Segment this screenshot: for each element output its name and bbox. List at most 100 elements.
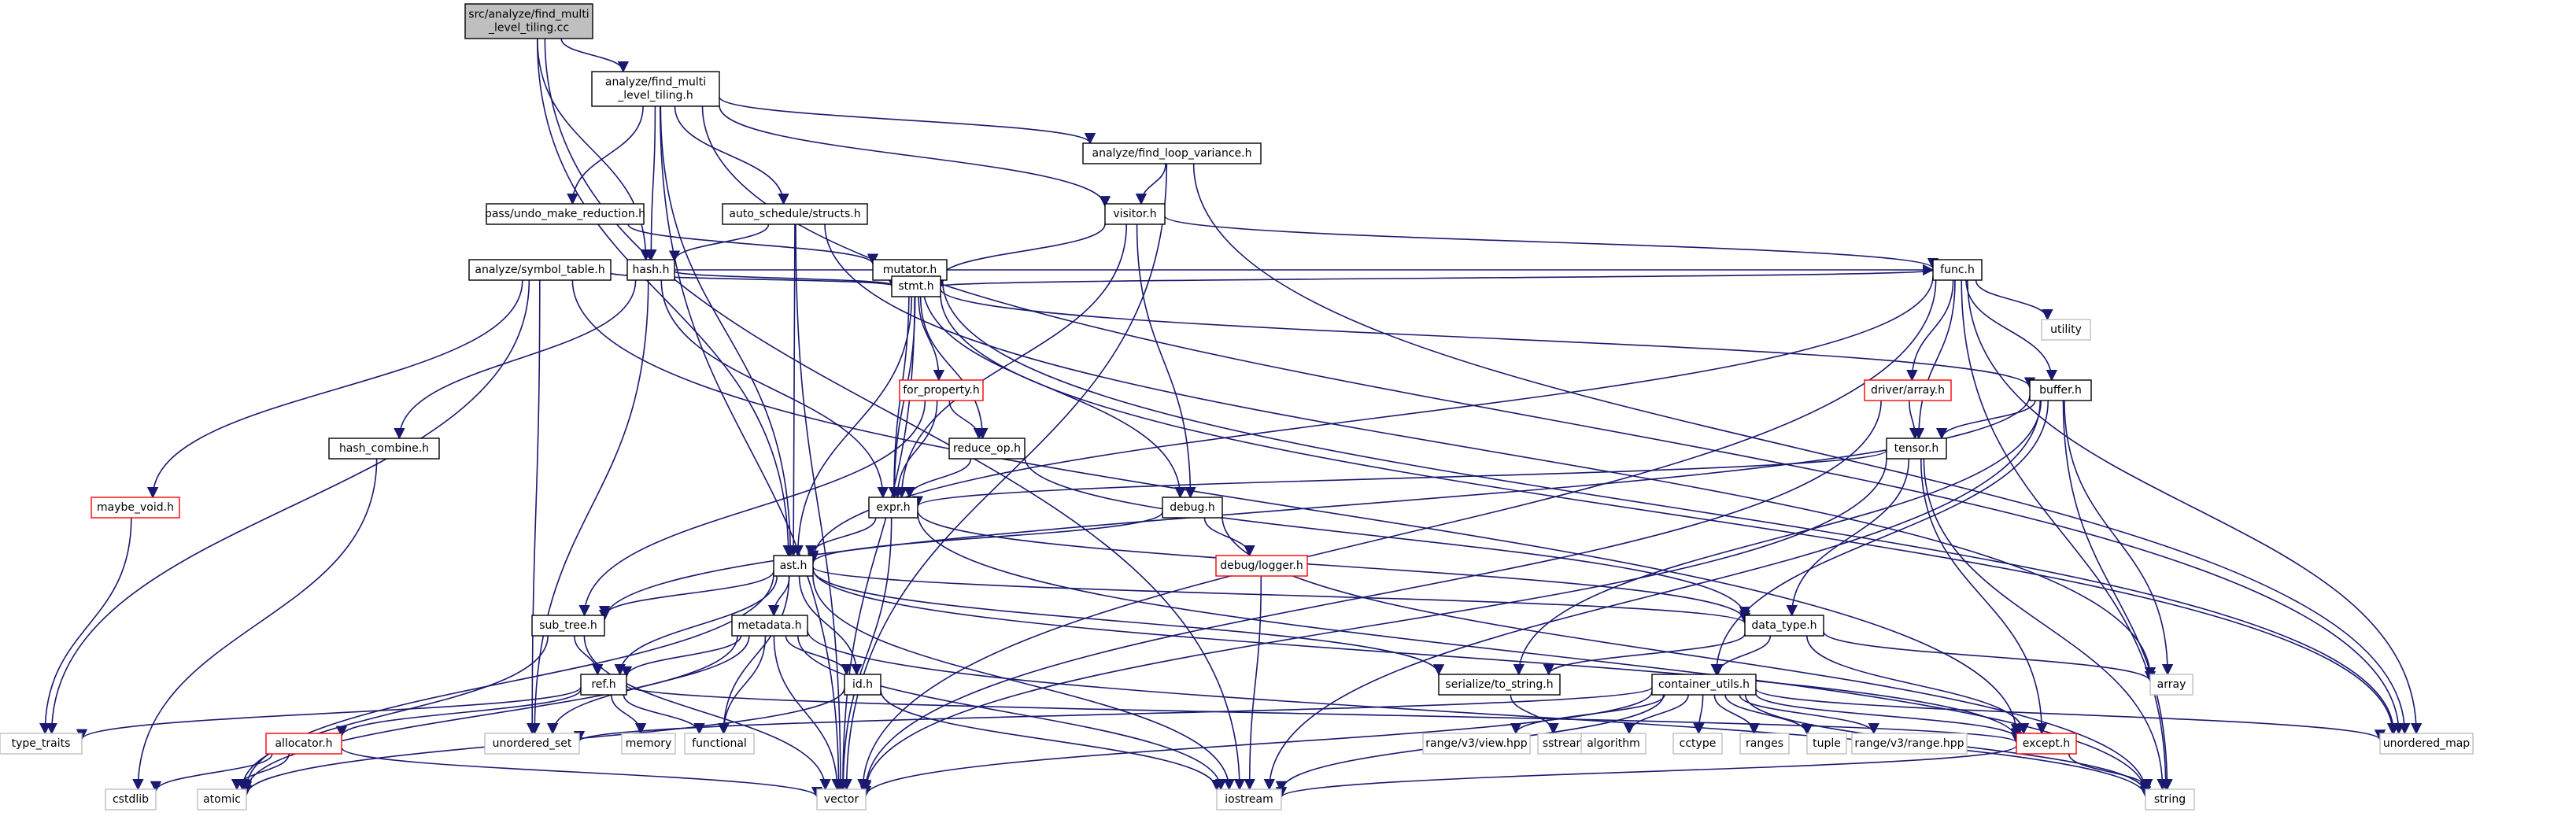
node-box: [1886, 438, 1947, 460]
node-box: [1739, 733, 1790, 755]
node-symtab-h[interactable]: analyze/symbol_table.h: [468, 259, 612, 281]
edge-visitor-h-to-debug-h: [1136, 223, 1196, 499]
node-ref-h[interactable]: ref.h: [580, 674, 627, 696]
edge-ref-h-to-except-h: [626, 685, 2022, 744]
node-func-h[interactable]: func.h: [1932, 259, 1983, 281]
edge-stmt-h-to-reduce-op-h: [919, 296, 989, 440]
node-container-utils-h[interactable]: container_utils.h: [1651, 674, 1757, 696]
node-tensor-h[interactable]: tensor.h: [1886, 438, 1947, 460]
node-label: hash_combine.h: [339, 442, 429, 455]
node-allocator-h[interactable]: allocator.h: [265, 733, 342, 755]
node-memory: memory: [621, 733, 676, 755]
node-array: array: [2149, 674, 2193, 696]
node-label: auto_schedule/structs.h: [729, 208, 860, 220]
node-hash-h[interactable]: hash.h: [626, 259, 675, 281]
edge-ast-h-to-atomic: [240, 574, 774, 791]
edge-reduce-op-h-to-data-type-h: [1024, 456, 1751, 618]
node-algorithm: algorithm: [1580, 733, 1646, 755]
node-box: [484, 733, 580, 755]
node-root[interactable]: src/analyze/find_multi_level_tiling.cc: [464, 3, 593, 39]
node-box: [2029, 379, 2092, 401]
node-for-property-h[interactable]: for_property.h: [899, 379, 984, 401]
node-debug-h[interactable]: debug.h: [1162, 497, 1223, 519]
node-data-type-h[interactable]: data_type.h: [1744, 615, 1824, 637]
edge-stmt-h-to-for-property-h: [918, 296, 945, 382]
edge-ast-h-to-data-type-h: [812, 566, 1750, 625]
node-label: debug.h: [1170, 501, 1214, 514]
node-debug-logger-h[interactable]: debug/logger.h: [1215, 555, 1308, 577]
node-label: range/v3/view.hpp: [1425, 737, 1527, 750]
edge-ref-h-to-allocator-h: [335, 689, 582, 737]
node-maybe-void-h[interactable]: maybe_void.h: [91, 497, 180, 519]
node-label: metadata.h: [737, 619, 801, 632]
node-box: [2149, 674, 2193, 696]
node-box: [486, 203, 645, 225]
edge-ast-h-to-functional: [718, 575, 790, 735]
node-fmlt-h[interactable]: analyze/find_multi_level_tiling.h: [591, 71, 720, 107]
node-hash-combine-h[interactable]: hash_combine.h: [328, 438, 440, 460]
node-label: functional: [692, 737, 747, 750]
edge-for-property-h-to-expr-h: [892, 400, 938, 499]
node-ast-h[interactable]: ast.h: [773, 555, 814, 577]
node-label: hash.h: [633, 264, 670, 276]
edge-fmlt-h-to-umr-h: [567, 105, 644, 205]
edge-data-type-h-to-container-utils-h: [1712, 635, 1772, 676]
edge-container-utils-h-to-ranges: [1713, 694, 1760, 735]
node-umr-h[interactable]: pass/undo_make_reduction.h: [485, 203, 645, 225]
node-box: [684, 733, 755, 755]
node-label: visitor.h: [1113, 208, 1156, 220]
edge-hash-combine-h-to-cstdlib: [132, 458, 378, 791]
edge-expr-h-to-data-type-h: [917, 510, 1751, 622]
node-box: [891, 275, 941, 297]
node-box: [1672, 733, 1723, 755]
node-box: [2379, 733, 2474, 755]
edge-container-utils-h-to-rv3-range: [1739, 694, 1879, 735]
node-flv-h[interactable]: analyze/find_loop_variance.h: [1082, 142, 1262, 164]
node-expr-h[interactable]: expr.h: [868, 497, 918, 519]
node-buffer-h[interactable]: buffer.h: [2029, 379, 2092, 401]
node-label: sstream: [1543, 737, 1587, 750]
node-stmt-h[interactable]: stmt.h: [891, 275, 941, 297]
edge-debug-h-to-ast-h: [807, 511, 1163, 564]
edge-tensor-h-to-except-h: [1920, 458, 2048, 735]
edge-symtab-h-to-unordered-set: [527, 279, 541, 735]
edge-root-to-fmlt-h: [560, 38, 629, 73]
node-box: [1162, 497, 1223, 519]
node-box: [816, 788, 867, 810]
node-structs-h[interactable]: auto_schedule/structs.h: [722, 203, 868, 225]
node-atomic: atomic: [197, 788, 247, 810]
node-unordered-set: unordered_set: [484, 733, 580, 755]
node-visitor-h[interactable]: visitor.h: [1104, 203, 1166, 225]
edge-sub-tree-h-to-ref-h: [574, 635, 604, 676]
node-label: _level_tiling.cc: [488, 22, 569, 35]
edge-symtab-h-to-maybe-void-h: [146, 279, 523, 499]
edge-func-h-to-string: [1961, 279, 2171, 791]
node-id-h[interactable]: id.h: [844, 674, 881, 696]
node-type-traits: type_traits: [0, 733, 83, 755]
edge-tensor-h-to-vector: [859, 458, 1887, 793]
node-sub-tree-h[interactable]: sub_tree.h: [531, 615, 605, 637]
node-ranges: ranges: [1739, 733, 1790, 755]
edge-fmlt-h-to-visitor-h: [719, 105, 1111, 208]
node-label: debug/logger.h: [1220, 559, 1303, 572]
node-box: [899, 379, 984, 401]
edge-structs-h-to-hash-h: [668, 223, 770, 262]
edge-ast-h-to-sub-tree-h: [598, 570, 774, 618]
node-serialize-h[interactable]: serialize/to_string.h: [1438, 674, 1561, 696]
node-metadata-h[interactable]: metadata.h: [731, 615, 808, 637]
edge-fmlt-h-to-ast-h: [660, 105, 796, 557]
node-reduce-op-h[interactable]: reduce_op.h: [948, 438, 1026, 460]
node-cctype: cctype: [1672, 733, 1723, 755]
edge-sub-tree-h-to-vector: [583, 635, 831, 791]
node-label: except.h: [2023, 737, 2070, 750]
node-driver-array-h[interactable]: driver/array.h: [1864, 379, 1952, 401]
node-cstdlib: cstdlib: [105, 788, 157, 810]
edge-hash-h-to-unordered-set: [529, 279, 649, 735]
node-box: [1932, 259, 1983, 281]
edge-fmlt-h-to-flv-h: [719, 96, 1096, 145]
node-box: [1580, 733, 1646, 755]
node-except-h[interactable]: except.h: [2016, 733, 2077, 755]
edge-ref-h-to-memory: [611, 694, 647, 735]
node-iostream: iostream: [1216, 788, 1282, 810]
edge-expr-h-to-vector: [837, 517, 893, 791]
